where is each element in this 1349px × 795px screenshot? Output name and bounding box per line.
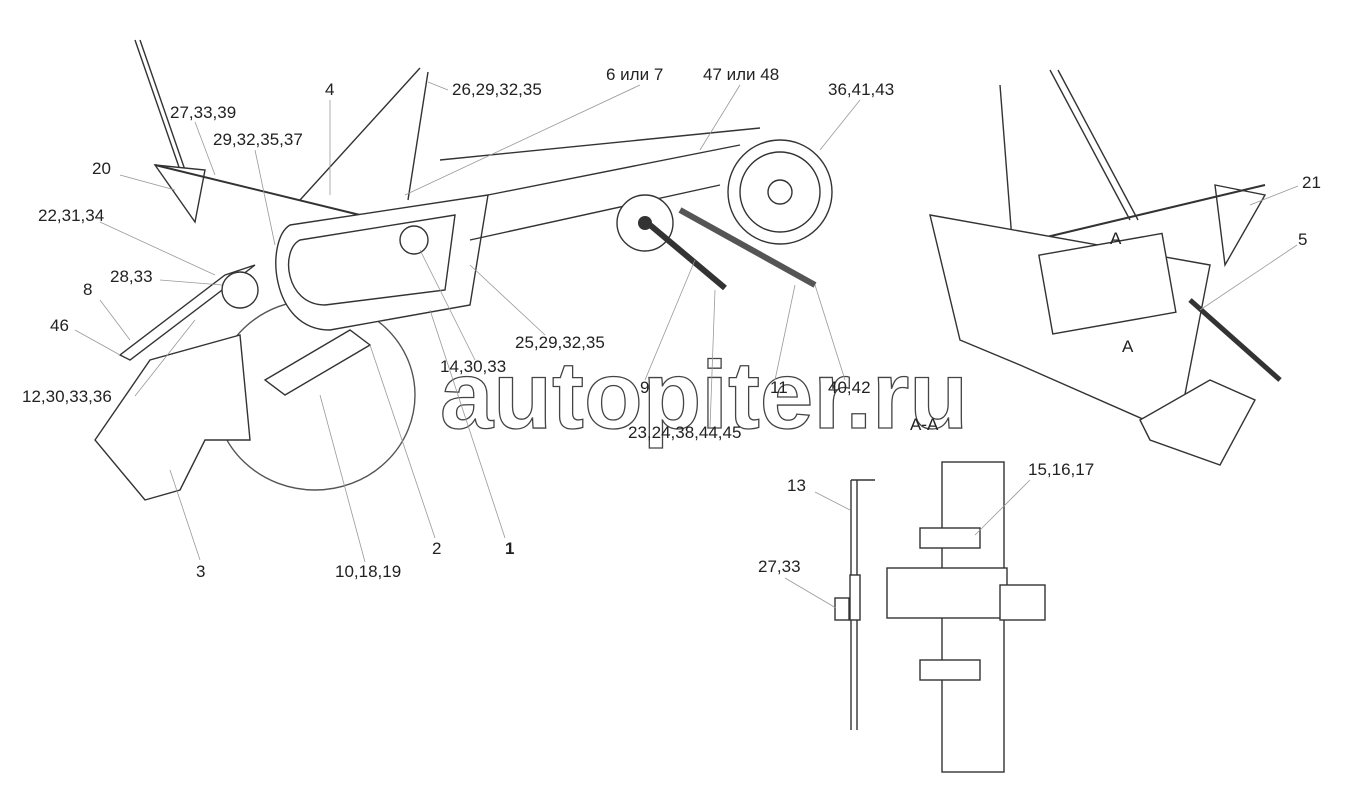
label-2: 2 xyxy=(432,539,441,558)
svg-text:autopiter.ru: autopiter.ru xyxy=(440,342,968,449)
label-8: 8 xyxy=(83,280,92,299)
label-25-29-32-35: 25,29,32,35 xyxy=(515,333,605,352)
label-36-41-43: 36,41,43 xyxy=(828,80,894,99)
callout-labels: 27,33,39 4 26,29,32,35 6 или 7 47 или 48… xyxy=(22,65,1321,581)
leader-lines xyxy=(74,81,1299,609)
label-26-29-32-35: 26,29,32,35 xyxy=(452,80,542,99)
label-11: 11 xyxy=(770,378,788,397)
label-40-42: 40,42 xyxy=(828,378,871,397)
label-6-or-7: 6 или 7 xyxy=(606,65,663,84)
label-28-33: 28,33 xyxy=(110,267,153,286)
label-20: 20 xyxy=(92,159,111,178)
label-15-16-17: 15,16,17 xyxy=(1028,460,1094,479)
label-46: 46 xyxy=(50,316,69,335)
label-27-33-39: 27,33,39 xyxy=(170,103,236,122)
label-14-30-33: 14,30,33 xyxy=(440,357,506,376)
label-10-18-19: 10,18,19 xyxy=(335,562,401,581)
label-27-33: 27,33 xyxy=(758,557,801,576)
label-21: 21 xyxy=(1302,173,1321,192)
label-5: 5 xyxy=(1298,230,1307,249)
label-section-a-top: A xyxy=(1110,229,1122,248)
label-3: 3 xyxy=(196,562,205,581)
right-assembly xyxy=(929,69,1282,466)
label-section-a-a: A-A xyxy=(910,415,939,434)
label-4: 4 xyxy=(325,80,334,99)
label-12-30-33-36: 12,30,33,36 xyxy=(22,387,112,406)
watermark: autopiter.ru xyxy=(214,299,969,491)
label-1: 1 xyxy=(505,539,514,558)
label-9: 9 xyxy=(640,378,649,397)
label-section-a-bottom: A xyxy=(1122,337,1134,356)
section-a-a xyxy=(834,461,1046,773)
label-13: 13 xyxy=(787,476,806,495)
label-23-24-38-44-45: 23,24,38,44,45 xyxy=(628,423,741,442)
label-22-31-34: 22,31,34 xyxy=(38,206,104,225)
label-29-32-35-37: 29,32,35,37 xyxy=(213,130,303,149)
label-47-or-48: 47 или 48 xyxy=(703,65,779,84)
left-assembly xyxy=(94,39,833,501)
